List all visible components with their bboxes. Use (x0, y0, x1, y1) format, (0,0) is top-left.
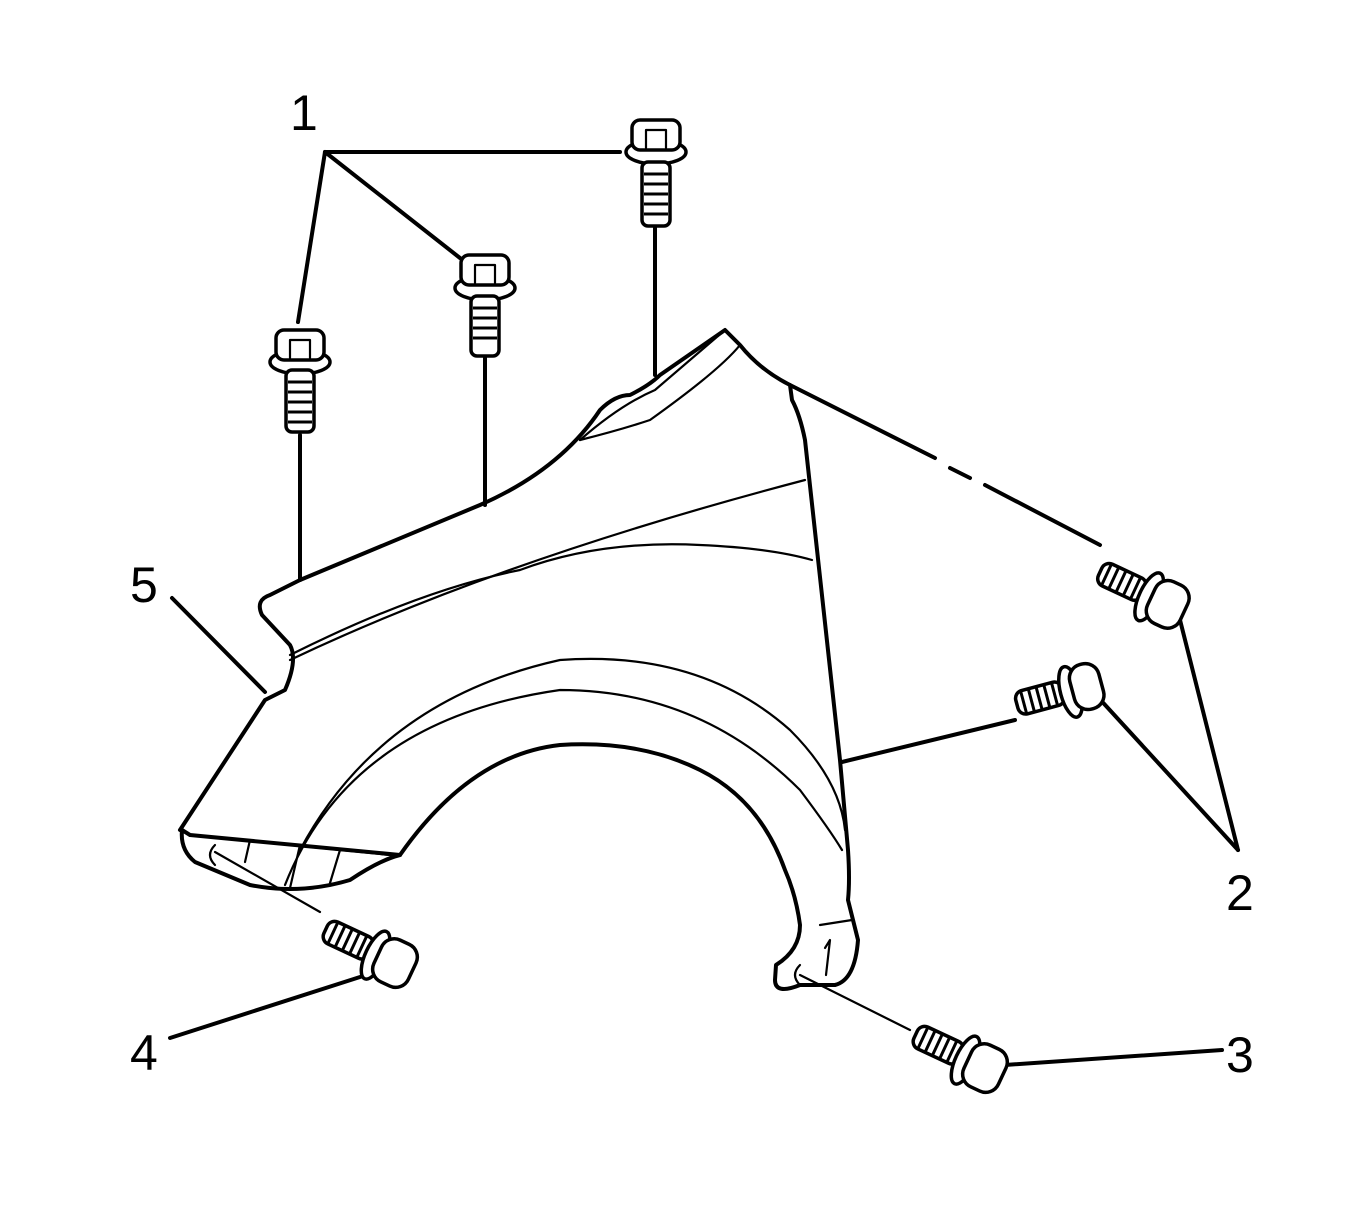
leader-lines (168, 150, 1240, 1067)
bolt-1a (268, 328, 332, 434)
callout-3: 3 (1226, 1027, 1254, 1083)
bolt-2b (1013, 661, 1106, 719)
bolt-3 (911, 1024, 1010, 1095)
callout-2: 2 (1226, 865, 1254, 921)
fender-panel (178, 328, 860, 991)
bolt-2a (1095, 561, 1191, 630)
callout-4: 4 (130, 1025, 158, 1081)
bolt-4 (321, 919, 420, 990)
callout-5: 5 (130, 557, 158, 613)
bolt-1c (624, 118, 688, 228)
bolt-1b (453, 253, 517, 358)
callout-1: 1 (290, 85, 318, 141)
